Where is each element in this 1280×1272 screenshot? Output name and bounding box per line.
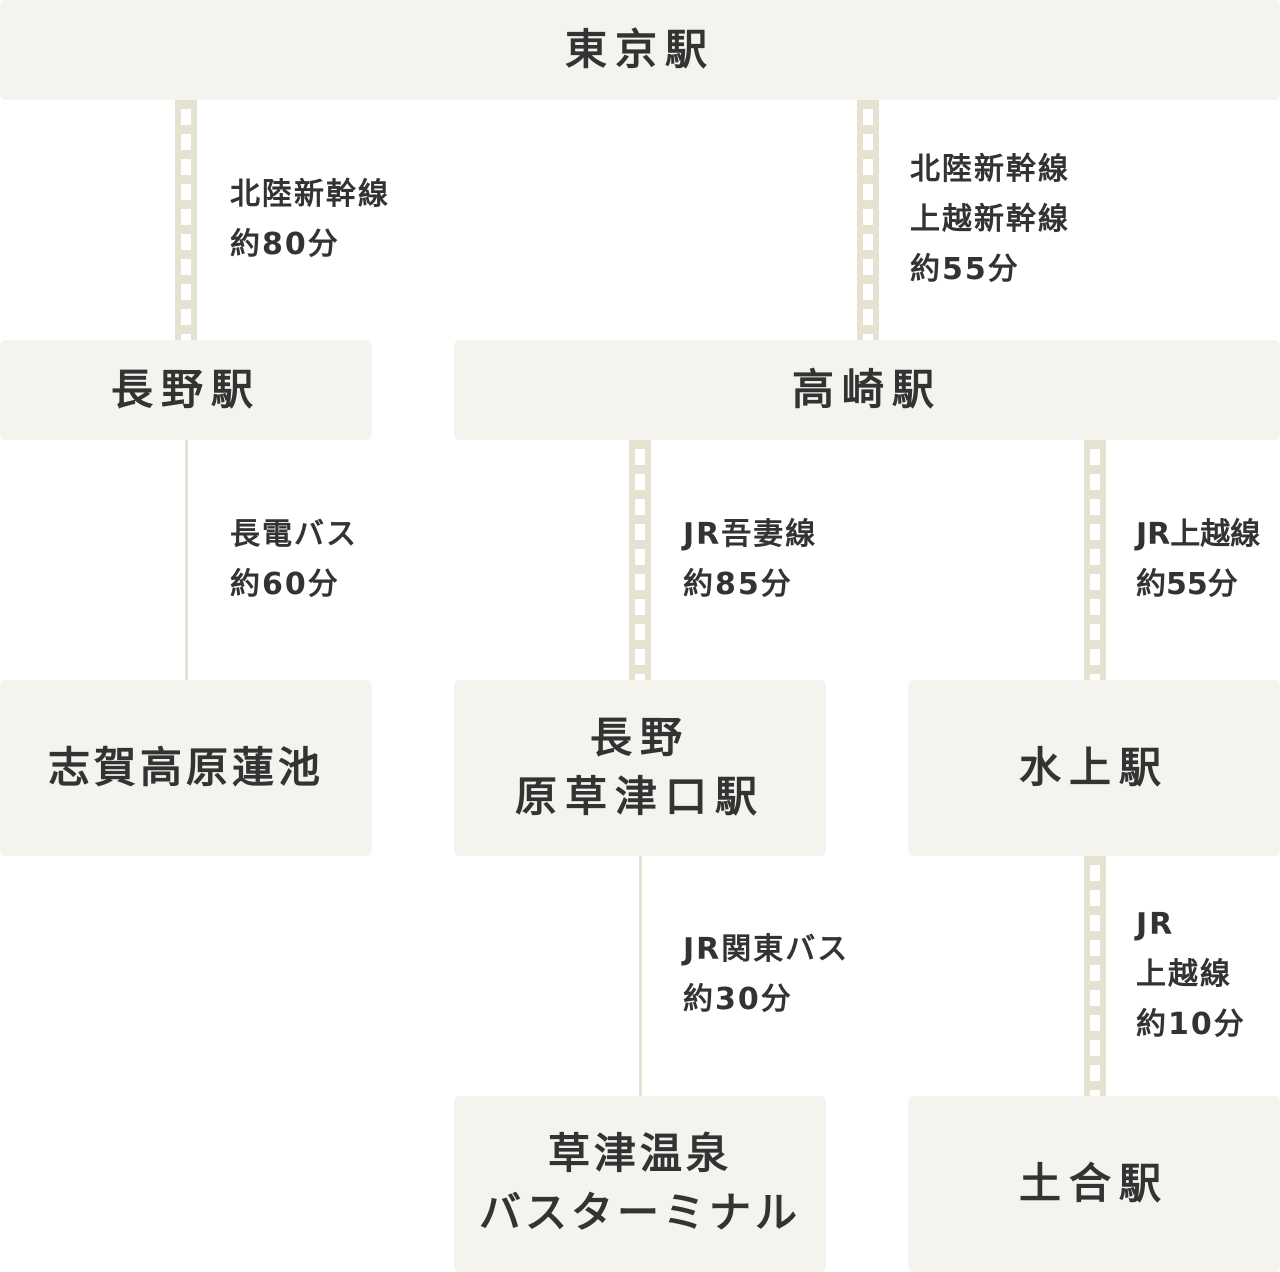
- route-label-takasaki-minakami: JR上越線 約55分: [1136, 517, 1261, 602]
- station-tokyo: 東京駅: [0, 0, 1280, 100]
- station-takasaki-label: 高崎駅: [791, 364, 942, 414]
- station-minakami-label: 水上駅: [1018, 742, 1169, 792]
- bus-line-nagano-shiga: [185, 440, 188, 680]
- route-label-tokyo-nagano: 北陸新幹線 約80分: [230, 177, 390, 262]
- rail-tokyo-takasaki: [857, 100, 879, 340]
- route-label-tokyo-takasaki: 北陸新幹線 上越新幹線 約55分: [910, 152, 1070, 287]
- rail-takasaki-naganohara: [629, 440, 651, 680]
- station-tokyo-label: 東京駅: [564, 24, 715, 74]
- rail-takasaki-minakami: [1084, 440, 1106, 680]
- station-nagano: 長野駅: [0, 340, 372, 440]
- station-minakami: 水上駅: [908, 680, 1280, 856]
- station-shiga-kogen-label: 志賀高原蓮池: [47, 742, 324, 792]
- station-naganohara-kusatsuguchi: 長野 原草津口駅: [454, 680, 826, 856]
- route-label-takasaki-naganohara: JR吾妻線 約85分: [683, 517, 818, 602]
- station-naganohara-kusatsuguchi-label: 長野 原草津口駅: [514, 713, 765, 821]
- route-label-naganohara-kusatsu: JR関東バス 約30分: [683, 932, 850, 1017]
- station-kusatsu-bus-terminal-label: 草津温泉 バスターミナル: [478, 1129, 801, 1237]
- station-doai-label: 土合駅: [1018, 1158, 1169, 1208]
- station-kusatsu-bus-terminal: 草津温泉 バスターミナル: [454, 1096, 826, 1272]
- route-label-minakami-doai: JR 上越線 約10分: [1136, 907, 1246, 1042]
- station-shiga-kogen: 志賀高原蓮池: [0, 680, 372, 856]
- station-nagano-label: 長野駅: [110, 364, 261, 414]
- rail-tokyo-nagano: [175, 100, 197, 340]
- route-label-nagano-shiga: 長電バス 約60分: [230, 517, 358, 602]
- station-doai: 土合駅: [908, 1096, 1280, 1272]
- station-takasaki: 高崎駅: [454, 340, 1280, 440]
- bus-line-naganohara-kusatsu: [639, 856, 642, 1096]
- rail-minakami-doai: [1084, 856, 1106, 1096]
